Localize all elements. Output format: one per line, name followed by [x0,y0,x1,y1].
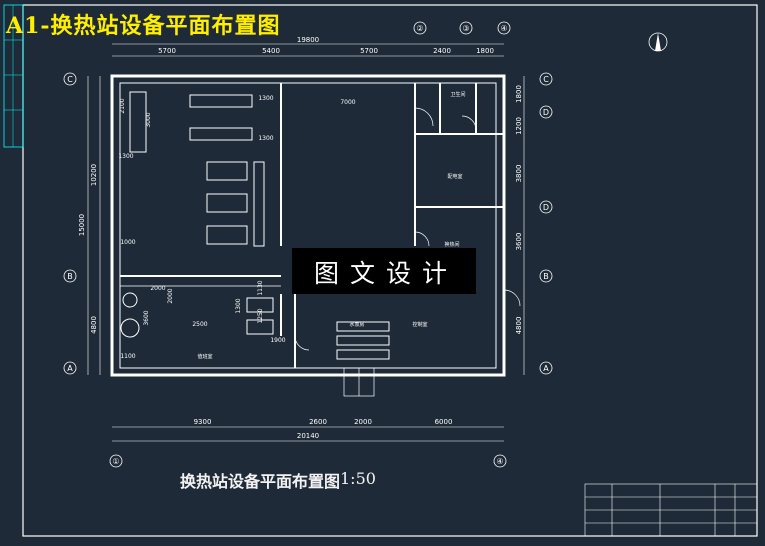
room-dim-12: 1250 [257,308,264,323]
axis-right-2: A [543,364,549,373]
dim-right-3: 3600 [515,233,523,251]
dim-bottom-2: 2000 [354,418,372,426]
axis-top-0-circle [413,21,427,35]
room-label-5: 换热间 [444,241,459,248]
door-swings [294,107,521,397]
axis-left-0-circle [63,72,77,86]
axis-top-0: ② [416,24,423,33]
equipment [120,91,390,360]
watermark-box [292,248,476,294]
room-label-0: 配电室 [447,173,462,180]
dim-right-2: 3800 [515,165,523,183]
left-binding-strip [3,4,24,148]
room-dim-9: 2500 [192,321,207,328]
axis-top-1: ③ [462,24,469,33]
axis-left-1-circle [63,269,77,283]
room-dim-8: 2000 [167,288,174,303]
axis-right-0: C [543,75,549,84]
dim-top-3: 2400 [433,47,451,55]
watermark: 图文设计 [314,259,459,288]
axis-bottom-1-circle [493,454,507,468]
exterior-walls [110,74,506,377]
room-dim-3: 1300 [118,153,133,160]
axis-left-2: A [67,364,73,373]
axis-right-d1-circle [539,105,553,119]
room-dim-6: 1000 [120,239,135,246]
dim-left-total: 15000 [78,214,86,236]
dim-top-total: 19800 [297,36,319,44]
room-dim-13: 1300 [235,298,242,313]
axis-right-1-circle [539,269,553,283]
room-dim-11: 1130 [257,280,264,295]
dim-bottom-3: 6000 [435,418,453,426]
annotations: 5700 5400 5700 2400 1800 19800 9300 2600 2000 600… [63,21,553,468]
interior-walls [120,83,504,368]
axis-right-1: B [543,272,549,281]
axis-right-d2-circle [539,200,553,214]
dim-top-4: 1800 [476,47,494,55]
room-dim-4: 1300 [258,95,273,102]
dim-bottom-0: 9300 [194,418,212,426]
room-dim-1: 2100 [119,98,126,113]
room-label-4: 卫生间 [450,91,465,98]
sheet-border [22,4,758,537]
room-dim-2: 3000 [145,112,152,127]
dim-top-2: 5700 [360,47,378,55]
drawing-title: 换热站设备平面布置图 [180,472,341,491]
dim-left-1: 4800 [90,316,98,334]
room-dim-15: 1100 [120,353,135,360]
axis-right-d2: D [543,203,549,212]
axis-right-d1: D [543,108,549,117]
axis-left-1: B [67,272,73,281]
room-dim-5: 1300 [258,135,273,142]
axis-top-1-circle [459,21,473,35]
axis-bottom-0: ① [112,457,119,466]
axis-bottom-1: ④ [496,457,503,466]
room-label-3: 控制室 [412,321,427,328]
room-label-1: 值班室 [197,353,212,360]
axis-left-2-circle [63,361,77,375]
axis-right-2-circle [539,361,553,375]
north-arrow-icon [648,32,668,52]
room-label-2: 水泵房 [349,321,364,328]
dim-bottom-total: 20140 [297,432,319,440]
title-block [584,483,758,537]
room-dim-10: 3600 [143,310,150,325]
axis-top-2: ④ [500,24,507,33]
room-dim-7: 2000 [150,285,165,292]
room-dim-0: 7000 [340,99,355,106]
axis-top-2-circle [497,21,511,35]
dim-right-4: 4800 [515,317,523,335]
drawing-scale: 1:50 [340,469,376,488]
dim-bottom-1: 2600 [309,418,327,426]
room-dim-14: 1900 [270,337,285,344]
axis-bottom-0-circle [109,454,123,468]
drawing-heading: A1-换热站设备平面布置图 [6,13,281,39]
dim-top-1: 5400 [262,47,280,55]
dim-left-0: 10200 [90,164,98,186]
axis-left-0: C [67,75,73,84]
dim-right-1: 1200 [515,117,523,135]
axis-right-0-circle [539,72,553,86]
dim-right-0: 1800 [515,85,523,103]
dim-top-0: 5700 [158,47,176,55]
